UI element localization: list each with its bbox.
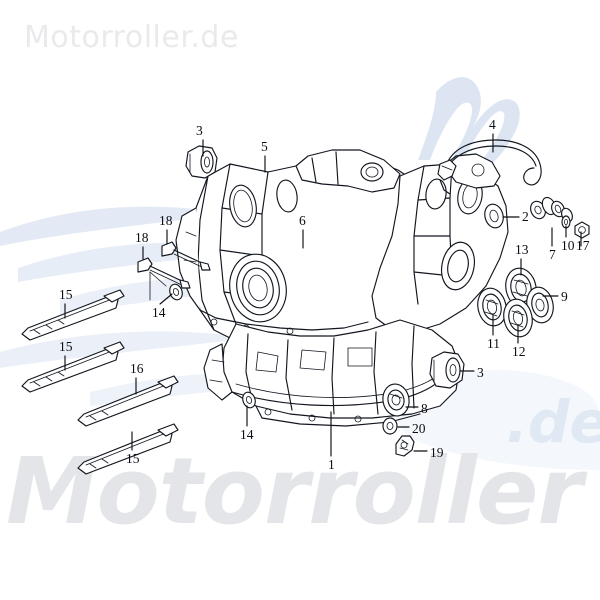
callout-label-8: 8 [421, 401, 428, 416]
callout-leader-lines [64, 133, 582, 457]
callout-label-19: 19 [430, 445, 444, 460]
part-12-oil-seal [503, 298, 533, 338]
left-crankcase-half [175, 149, 421, 357]
callout-label-5: 5 [261, 139, 268, 154]
callout-label-20: 20 [412, 421, 426, 436]
callout-label-3: 3 [477, 365, 484, 380]
callout-label-9: 9 [561, 289, 568, 304]
parts-7-10-17-pin-washer-nut [530, 196, 590, 239]
part-18-bolt-lower [137, 257, 191, 289]
callout-label-4: 4 [489, 117, 496, 132]
right-crankcase-half [371, 153, 509, 333]
callout-label-16: 16 [130, 361, 144, 376]
callout-label-7: 7 [549, 247, 556, 262]
leader-line-14 [159, 293, 173, 305]
part-19-sensor-plug [395, 435, 415, 457]
callout-label-14: 14 [240, 427, 254, 442]
callout-label-2: 2 [522, 209, 529, 224]
callout-label-1: 1 [328, 457, 335, 472]
part-14-dowel-upper [149, 271, 183, 301]
part-8-seal-ring [382, 383, 410, 417]
part-3-bushing-lower [429, 351, 465, 389]
callout-label-15: 15 [126, 451, 140, 466]
part-15-stud-b [21, 341, 125, 393]
callout-label-12: 12 [512, 344, 526, 359]
callout-label-17: 17 [576, 238, 590, 253]
part-15-stud-c [77, 423, 179, 475]
callout-label-6: 6 [299, 213, 306, 228]
callout-label-3: 3 [196, 123, 203, 138]
part-15-stud-a [21, 289, 125, 341]
part-4-breather-hose [437, 139, 542, 195]
part-11-bearing [477, 287, 507, 327]
callout-label-15: 15 [59, 339, 73, 354]
part-14-dowel-lower [242, 391, 256, 409]
part-20-washer [382, 417, 398, 435]
callout-label-18: 18 [135, 230, 149, 245]
callout-label-13: 13 [515, 242, 529, 257]
callout-label-14: 14 [152, 305, 166, 320]
callout-label-10: 10 [561, 238, 575, 253]
watermark-corner-de: .de [506, 388, 600, 456]
callout-label-15: 15 [59, 287, 73, 302]
watermark-top: Motorroller.de [24, 20, 239, 55]
callout-label-18: 18 [159, 213, 173, 228]
part-2-collar [484, 203, 504, 229]
part-18-bolt-upper [161, 241, 211, 271]
part-16-stud [77, 375, 179, 427]
callout-label-11: 11 [487, 336, 500, 351]
